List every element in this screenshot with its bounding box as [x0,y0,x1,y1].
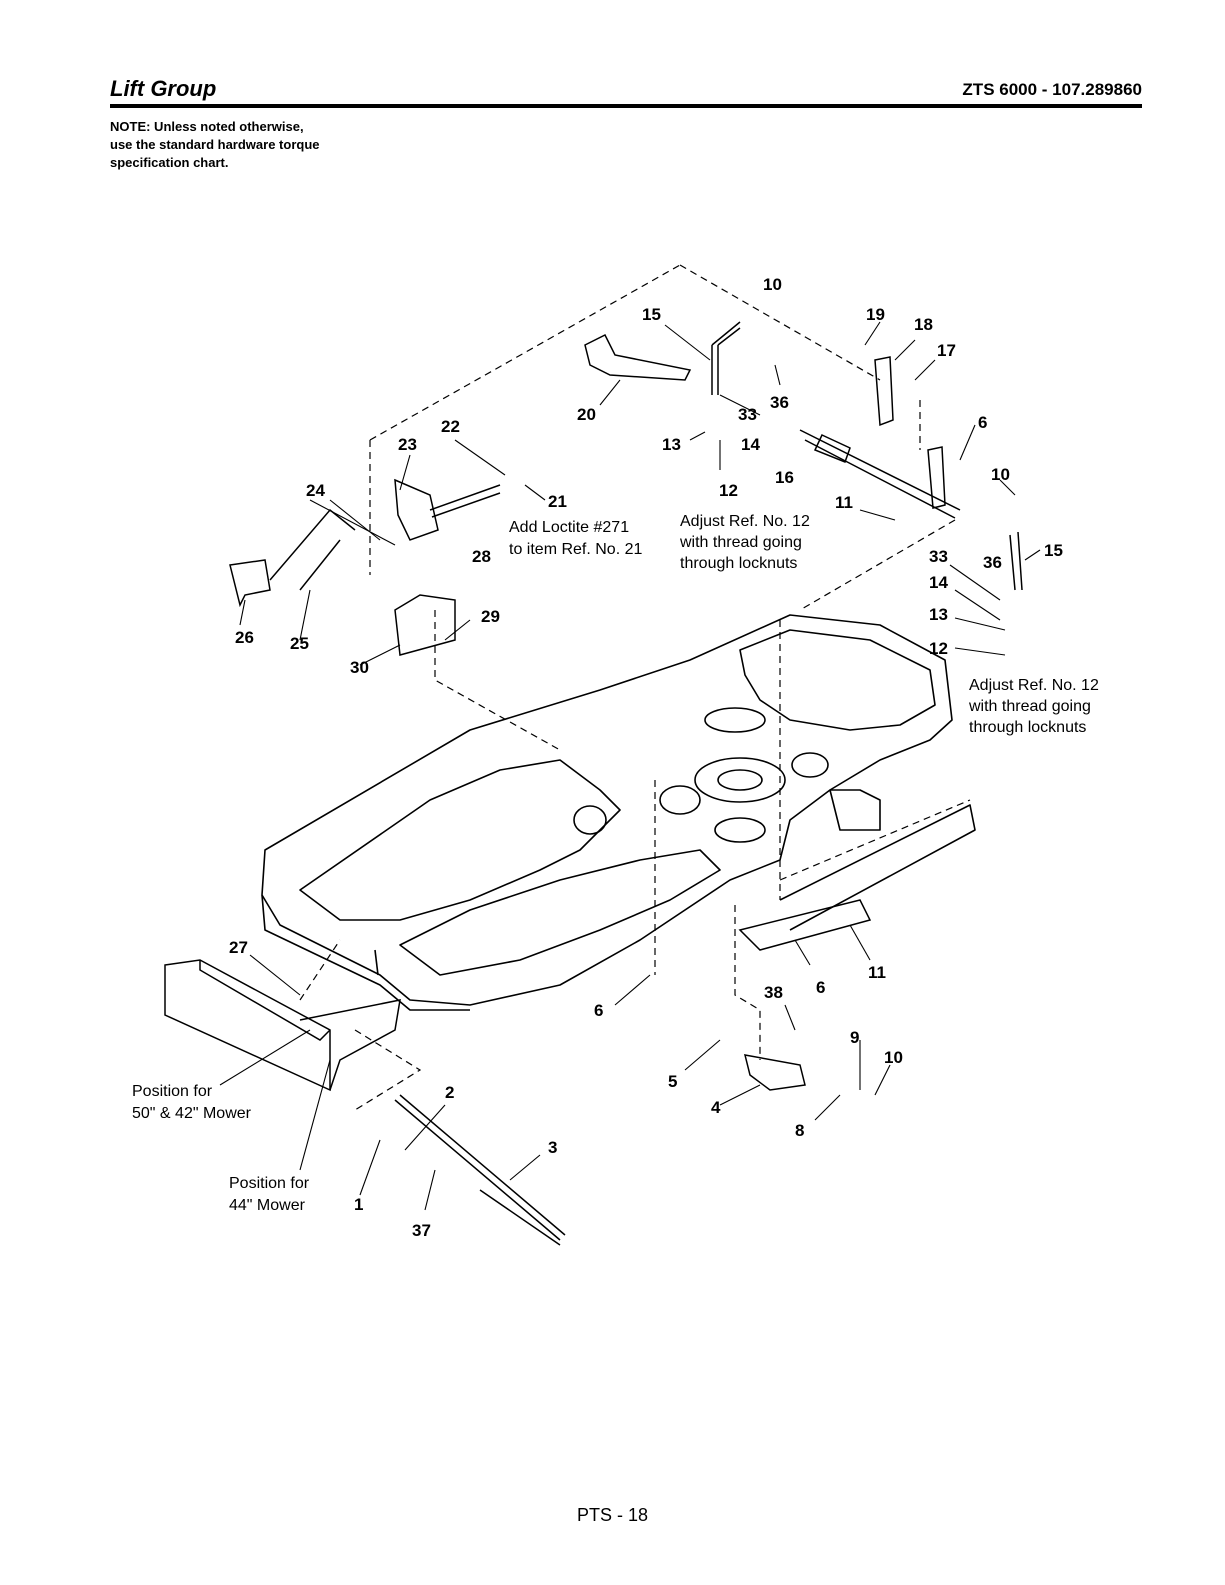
callout-label: 8 [795,1121,804,1140]
adjust-note-center-line: through locknuts [680,555,797,572]
callout-label: 13 [662,435,681,454]
callout-label: 37 [412,1221,431,1240]
position-44-line: 44" Mower [229,1197,306,1214]
bracket-20 [584,333,692,381]
bracket-30 [394,594,456,656]
plate-18 [874,356,894,427]
position-44-line: Position for [229,1175,310,1192]
position-50-42-line: 50" & 42" Mower [132,1105,252,1122]
callout-label: 26 [235,628,254,647]
callout-label: 2 [445,1083,454,1102]
callout-label: 30 [350,658,369,677]
callout-label: 13 [929,605,948,624]
spring-assembly-23 [394,478,439,541]
adjust-note-center-line: Adjust Ref. No. 12 [680,513,810,530]
callout-label: 10 [991,465,1010,484]
callout-label: 14 [741,435,760,454]
callout-label: 16 [775,468,794,487]
callout-label: 6 [594,1001,603,1020]
callout-label: 23 [398,435,417,454]
callout-label: 33 [738,405,757,424]
callout-label: 20 [577,405,596,424]
callout-label: 11 [835,493,853,512]
note-line: NOTE: Unless noted otherwise, [110,119,304,134]
callout-label: 12 [719,481,738,500]
callout-label: 27 [229,938,248,957]
lift-rod-15 [711,321,741,395]
callout-label: 36 [983,553,1002,572]
callout-label: 18 [914,315,933,334]
callout-label: 1 [354,1195,363,1214]
callout-label: 36 [770,393,789,412]
note-line: use the standard hardware torque [110,137,320,152]
loctite-note-line: Add Loctite #271 [509,519,629,536]
callout-label: 10 [763,275,782,294]
assembly-lines [299,264,971,1111]
header-rule [110,104,1142,108]
callout-label: 29 [481,607,500,626]
lift-shaft-16 [799,429,961,519]
adjust-note-right-line: Adjust Ref. No. 12 [969,677,1099,694]
callout-label: 4 [711,1098,721,1117]
bracket-26 [229,559,271,608]
callout-numbers: 10 15 19 18 17 20 33 36 6 22 23 13 14 16… [229,275,1063,1240]
callout-label: 19 [866,305,885,324]
callout-label: 14 [929,573,948,592]
draft-rod-3 [394,1094,566,1246]
callout-label: 25 [290,634,309,653]
callout-label: 9 [850,1028,859,1047]
bracket-4 [743,1054,806,1091]
model-number: ZTS 6000 - 107.289860 [962,80,1142,99]
callout-label: 6 [816,978,825,997]
note-line: specification chart. [110,155,229,170]
page-title: Lift Group [110,76,217,101]
callout-label: 17 [937,341,956,360]
callout-label: 28 [472,547,491,566]
adjust-note-center-line: with thread going [679,534,802,551]
callout-label: 24 [306,481,325,500]
loctite-note-line: to item Ref. No. 21 [509,541,642,558]
adjust-note-right-line: through locknuts [969,719,1086,736]
callout-label: 3 [548,1138,557,1157]
page-number: PTS - 18 [576,1505,649,1525]
callout-label: 5 [668,1072,677,1091]
callout-label: 15 [1044,541,1063,560]
callout-label: 33 [929,547,948,566]
annotations: Add Loctite #271 to item Ref. No. 21 Adj… [132,513,1099,1214]
front-hanger-27 [164,959,331,1092]
frame-outline [261,614,976,1011]
adjust-note-right-line: with thread going [968,698,1091,715]
callout-label: 10 [884,1048,903,1067]
callout-label: 38 [764,983,783,1002]
callout-label: 15 [642,305,661,324]
leader-lines [219,321,1041,1211]
callout-label: 11 [868,963,886,982]
lift-rod-15-right [1009,531,1023,591]
callout-label: 6 [978,413,987,432]
torque-note: NOTE: Unless noted otherwise, use the st… [110,118,320,172]
component-parts [164,321,1023,1246]
callout-label: 21 [548,492,567,511]
position-50-42-line: Position for [132,1083,213,1100]
callout-label: 12 [929,639,948,658]
callout-label: 22 [441,417,460,436]
page-header: Lift Group ZTS 6000 - 107.289860 [110,76,1142,106]
